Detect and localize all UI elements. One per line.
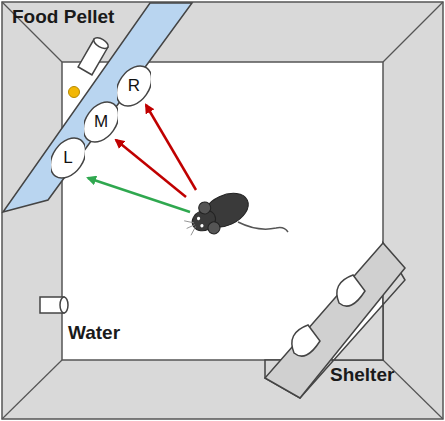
nose-poke-hole: L — [51, 133, 85, 183]
hole-letter: L — [51, 133, 85, 183]
hole-letter: R — [117, 61, 151, 111]
area-label: Food Pellet — [12, 6, 114, 28]
area-label: Water — [68, 322, 120, 344]
area-label: Shelter — [330, 364, 394, 386]
hole-letter: M — [84, 97, 118, 147]
nose-poke-hole: M — [84, 97, 118, 147]
nose-poke-hole: R — [117, 61, 151, 111]
